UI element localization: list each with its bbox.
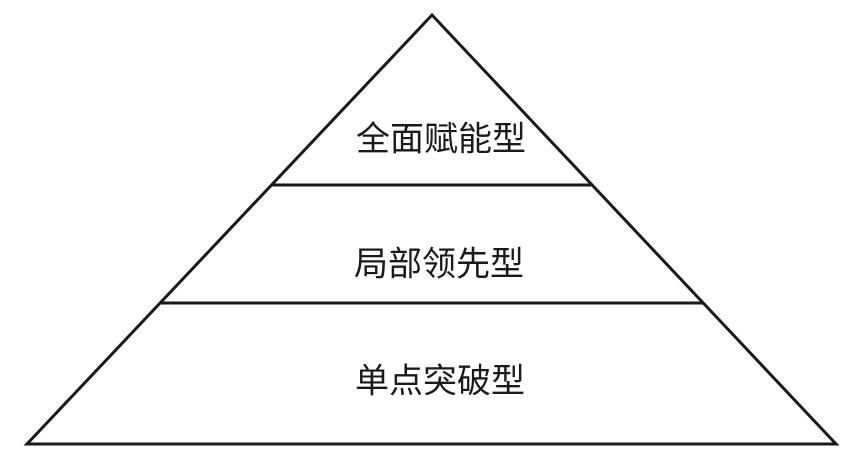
- tier-label-bottom: 单点突破型: [355, 362, 525, 402]
- tier-label-top: 全面赋能型: [356, 120, 526, 160]
- pyramid-outline: [23, 12, 840, 446]
- tier-label-middle: 局部领先型: [354, 245, 524, 285]
